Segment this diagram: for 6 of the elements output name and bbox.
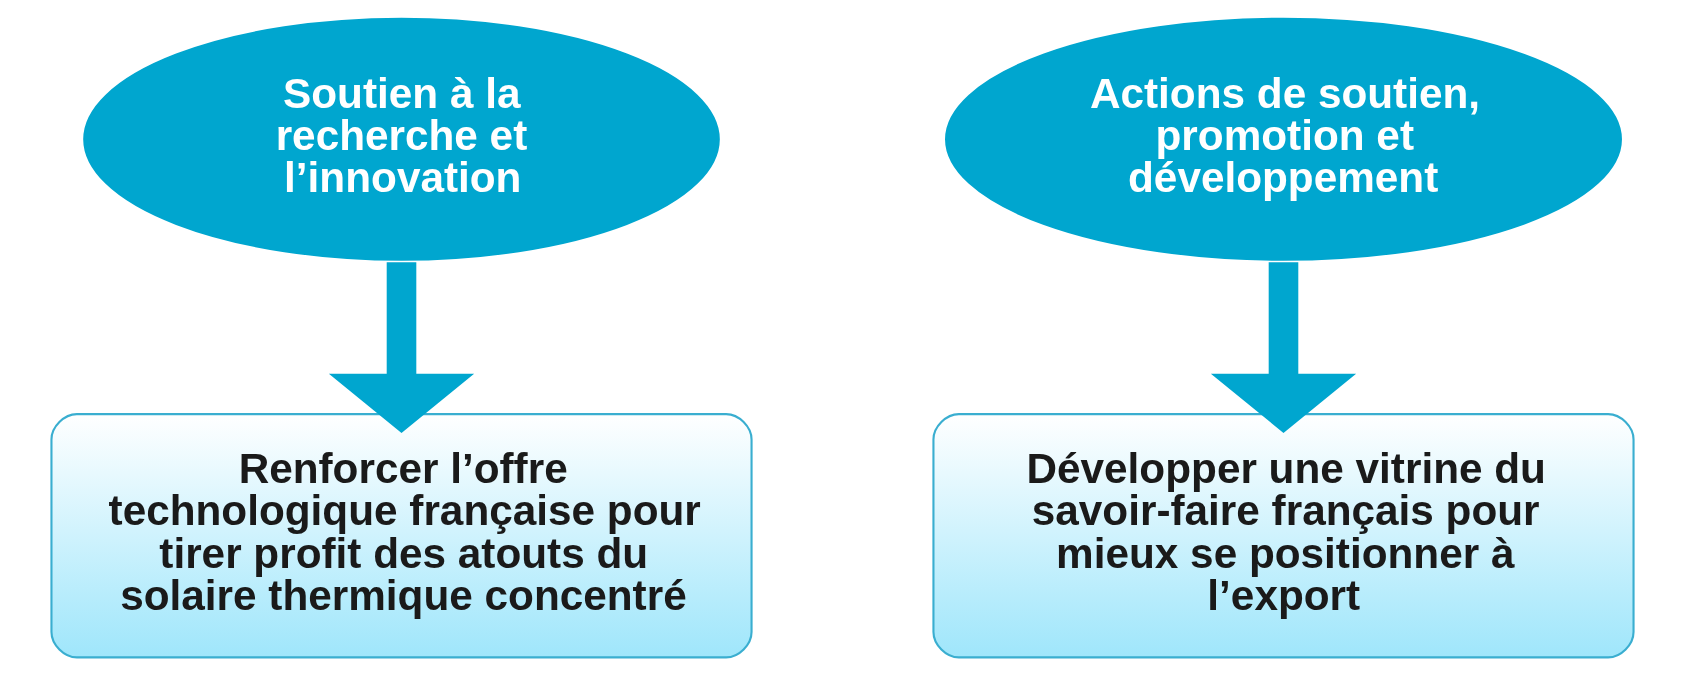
arrow [1210,262,1357,433]
node-box: Renforcer l’offre technologique française pour tirer profit des atouts du solaire thermique concentré [50,413,753,659]
node-ellipse: Actions de soutien, promotion et développement [942,15,1625,263]
arrow [328,262,475,433]
node-ellipse: Soutien à la recherche et l’innovation [81,15,722,263]
node-box: Développer une vitrine du savoir-faire français pour mieux se positionner à l’export [932,413,1635,659]
